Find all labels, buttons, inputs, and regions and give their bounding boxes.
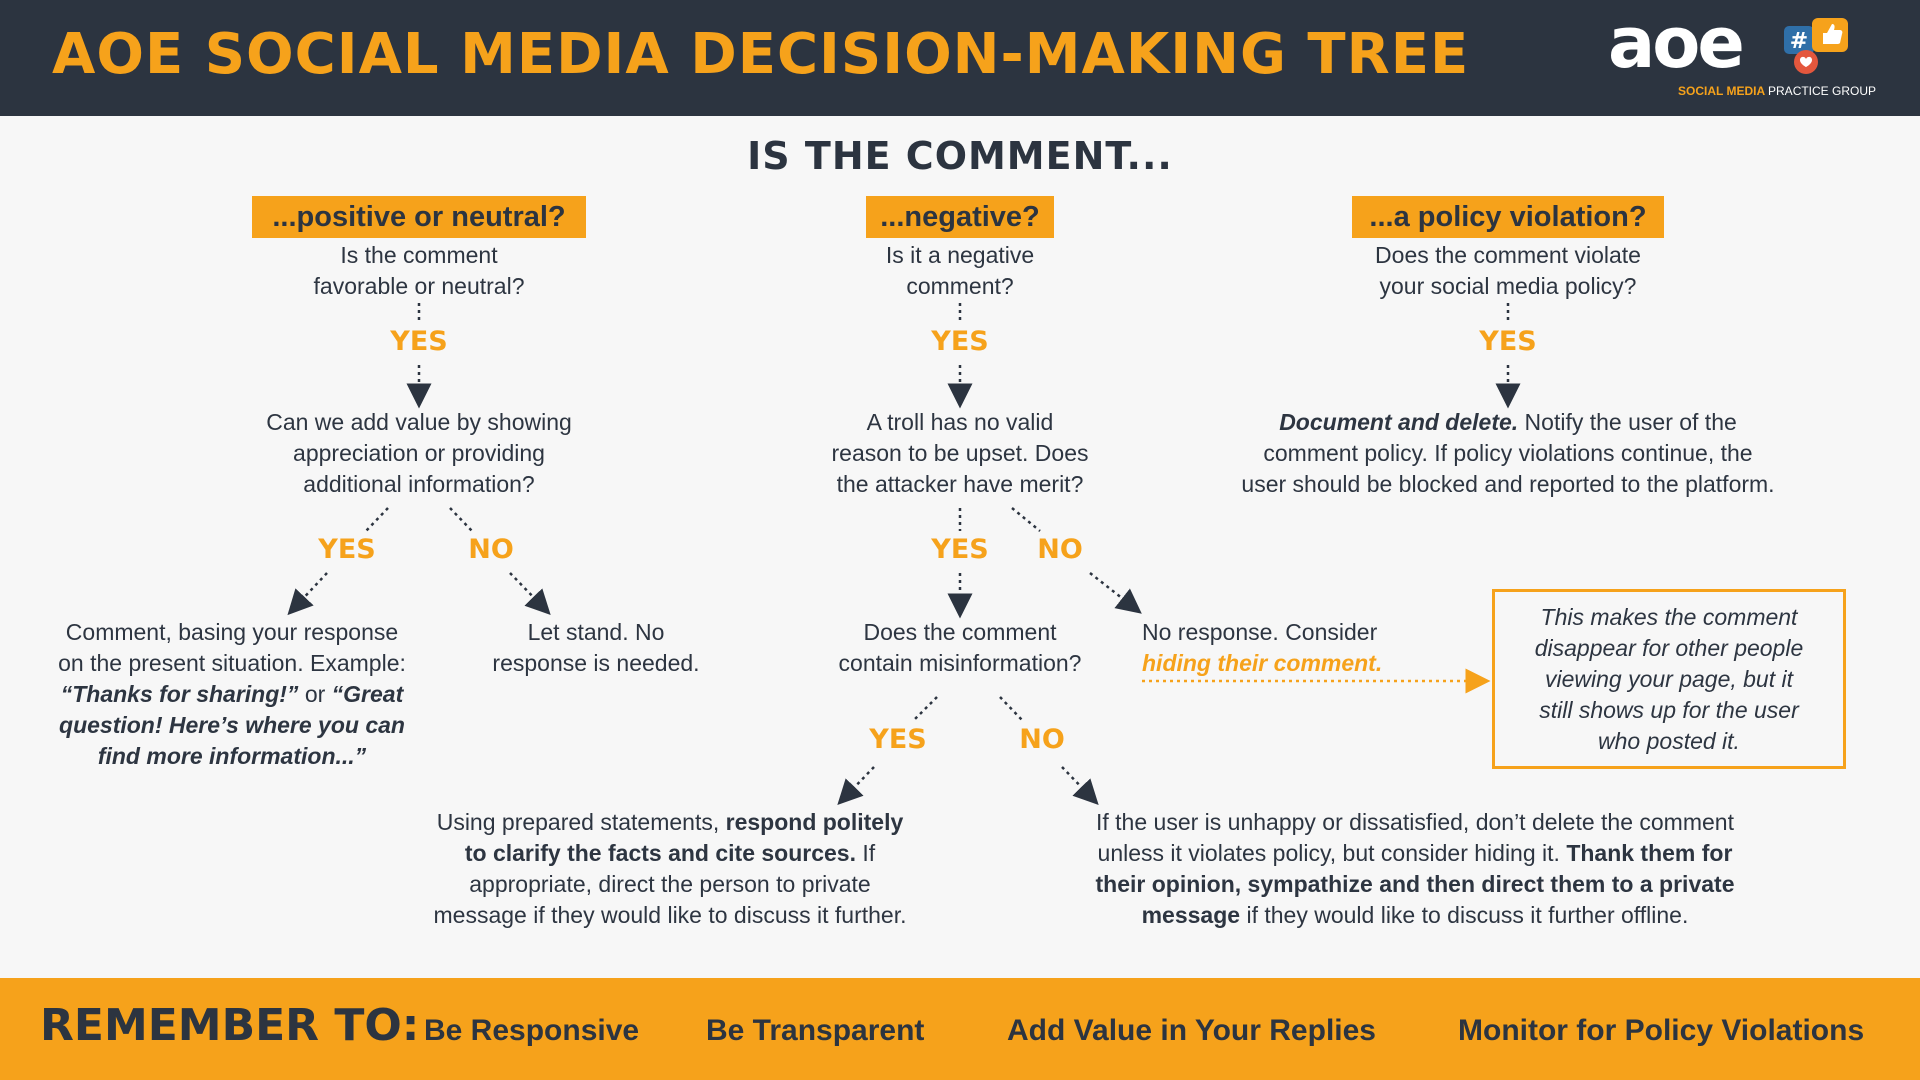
aoe-logo: aoe # SOCIAL MEDIA PRACTICE GROUP <box>1608 2 1876 104</box>
yes-label: YES <box>931 326 989 357</box>
negative-question-2: A troll has no valid reason to be upset.… <box>831 409 1089 497</box>
connector-line <box>999 696 1023 721</box>
social-icons-logo-icon: # <box>1784 18 1848 74</box>
connector-line <box>509 572 551 615</box>
hide-comment-callout: This makes the comment disappear for oth… <box>1492 589 1846 769</box>
no-label: NO <box>1019 724 1065 755</box>
connector-line <box>287 572 328 616</box>
misinformation-answer: Using prepared statements, respond polit… <box>433 809 907 928</box>
connector-line <box>365 507 389 532</box>
yes-label: YES <box>1479 326 1537 357</box>
footer-item: Be Transparent <box>706 1014 925 1047</box>
logo-subtitle: SOCIAL MEDIA PRACTICE GROUP <box>1678 84 1877 98</box>
no-label: NO <box>1037 534 1083 565</box>
positive-yes-answer: Comment, basing your response on the pre… <box>58 619 406 769</box>
footer-bar: REMEMBER TO: Be Responsive Be Transparen… <box>0 978 1920 1080</box>
connector-line <box>837 766 875 805</box>
yes-label: YES <box>931 534 989 565</box>
category-positive: ...positive or neutral? <box>252 196 586 238</box>
policy-question-1: Does the comment violate your social med… <box>1375 242 1641 299</box>
svg-text:#: # <box>1790 29 1808 54</box>
unhappy-user-answer: If the user is unhappy or dissatisfied, … <box>1095 809 1735 928</box>
footer-item: Be Responsive <box>424 1014 640 1047</box>
yes-label: YES <box>390 326 448 357</box>
category-negative: ...negative? <box>866 196 1054 238</box>
main-question: IS THE COMMENT... <box>747 134 1173 178</box>
yes-label: YES <box>318 534 376 565</box>
connector-line <box>449 507 473 532</box>
positive-question-2: Can we add value by showing appreciation… <box>266 409 572 497</box>
remember-label: REMEMBER TO: <box>40 1000 420 1051</box>
footer-item: Monitor for Policy Violations <box>1458 1014 1865 1047</box>
positive-no-answer: Let stand. No response is needed. <box>492 619 700 676</box>
category-policy-violation: ...a policy violation? <box>1352 196 1664 238</box>
logo-wordmark: aoe <box>1608 2 1745 84</box>
page-title: AOE SOCIAL MEDIA DECISION-MAKING TREE <box>52 22 1470 87</box>
footer-item: Add Value in Your Replies <box>1007 1014 1376 1047</box>
hiding-comment-highlight: hiding their comment. <box>1142 650 1383 676</box>
header-bar: AOE SOCIAL MEDIA DECISION-MAKING TREE ao… <box>0 0 1920 116</box>
negative-question-3: Does the comment contain misinformation? <box>838 619 1082 676</box>
connector-line <box>913 696 938 721</box>
connector-line <box>1061 766 1099 805</box>
no-label: NO <box>468 534 514 565</box>
yes-label: YES <box>869 724 927 755</box>
negative-question-1: Is it a negative comment? <box>885 242 1035 299</box>
positive-question-1: Is the comment favorable or neutral? <box>313 242 525 299</box>
connector-line <box>1011 507 1041 532</box>
policy-answer: Document and delete. Notify the user of … <box>1241 409 1775 497</box>
connector-line <box>1089 572 1142 614</box>
negative-no-answer: No response. Consider hiding their comme… <box>1142 617 1442 679</box>
